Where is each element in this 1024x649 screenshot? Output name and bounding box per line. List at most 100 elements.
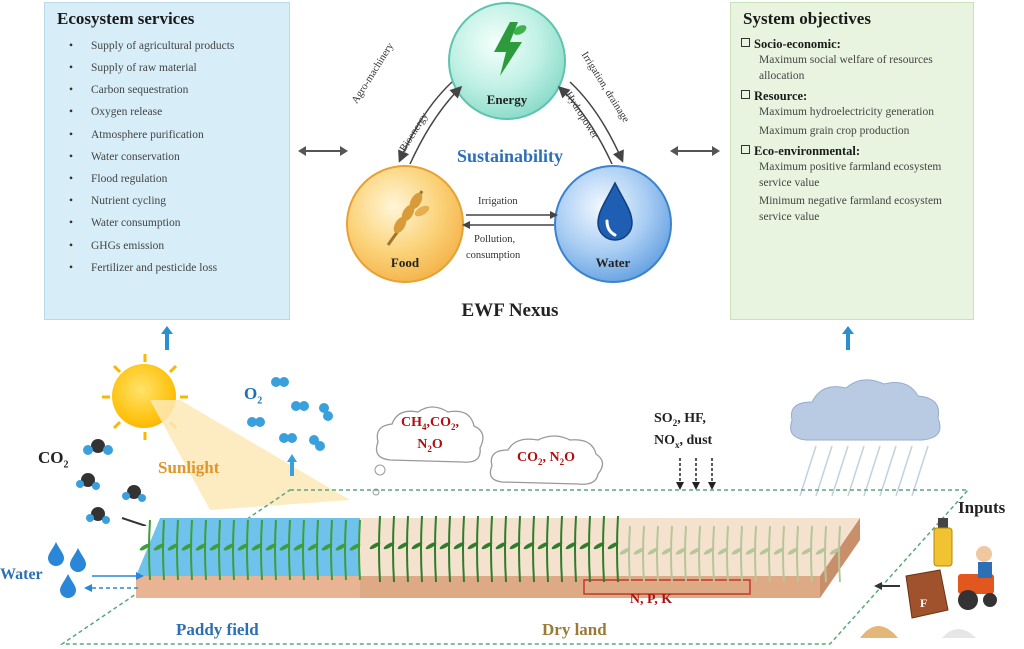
rice-plant <box>167 519 179 581</box>
ghg-cloud-2 <box>489 435 604 485</box>
maize-plant <box>425 515 437 583</box>
dry-crop-plant <box>815 525 827 583</box>
es-item: GHGs emission <box>45 235 285 257</box>
double-arrow-left <box>298 146 348 156</box>
fertilizer-letter: F <box>920 596 928 610</box>
rice-plant <box>265 519 277 581</box>
dry-crop-plant <box>703 525 715 583</box>
maize-plant <box>495 515 507 583</box>
crops-layer <box>139 515 841 583</box>
ecosystem-services-list: Supply of agricultural products Supply o… <box>45 35 285 279</box>
o2-up-arrow <box>287 454 297 476</box>
rice-plant <box>139 519 151 581</box>
dry-land-label: Dry land <box>542 620 607 639</box>
rice-plant <box>153 519 165 581</box>
maize-plant <box>523 515 535 583</box>
rice-plant <box>335 519 347 581</box>
dry-crop-plant <box>619 525 631 583</box>
es-item: Atmosphere purification <box>45 124 285 146</box>
objective-item: Minimum negative farmland ecosystem serv… <box>759 195 942 223</box>
rice-plant <box>321 519 333 581</box>
objective-heading-socio-economic: Socio-economic: <box>741 35 969 53</box>
food-water-arrows <box>462 211 558 229</box>
energy-circle: Energy <box>448 2 566 120</box>
food-circle: Food <box>346 165 464 283</box>
objective-item: Maximum grain crop production <box>759 124 910 137</box>
objective-item: Maximum positive farmland ecosystem serv… <box>759 161 942 189</box>
rice-plant <box>251 519 263 581</box>
es-item: Supply of raw material <box>45 57 285 79</box>
maize-plant <box>509 515 521 583</box>
es-item: Oxygen release <box>45 101 285 123</box>
dry-crop-plant <box>689 525 701 583</box>
rice-plant <box>181 519 193 581</box>
maize-plant <box>551 515 563 583</box>
up-arrow-left <box>161 326 173 350</box>
maize-plant <box>467 515 479 583</box>
system-objectives-panel: System objectives Socio-economic: Maximu… <box>730 2 974 320</box>
objective-heading-resource: Resource: <box>741 87 969 105</box>
sunlight-label: Sunlight <box>158 458 220 477</box>
co2-label: CO2 <box>38 448 69 471</box>
dry-crop-plant <box>647 525 659 583</box>
maize-plant <box>537 515 549 583</box>
rice-plant <box>209 519 221 581</box>
ghg-cloud-2-label: CO2, N2O <box>516 450 575 467</box>
dry-crop-plant <box>773 525 785 583</box>
checkbox-icon <box>741 145 750 154</box>
es-item: Water conservation <box>45 146 285 168</box>
double-arrow-right <box>670 146 720 156</box>
objectives-list: Socio-economic: Maximum social welfare o… <box>741 35 969 228</box>
system-objectives-title: System objectives <box>743 9 871 28</box>
sustainability-label: Sustainability <box>456 146 564 166</box>
checkbox-icon <box>741 38 750 47</box>
rice-plant <box>279 519 291 581</box>
objective-item: Maximum hydroelectricity generation <box>759 106 934 118</box>
ewf-nexus-caption: EWF Nexus <box>461 300 559 321</box>
es-item: Water consumption <box>45 212 285 234</box>
ghg-cloud-1-label: CH4,CO2, N2O <box>401 415 459 454</box>
co2-molecules-icon <box>76 439 147 526</box>
up-arrow-right <box>842 326 854 350</box>
objective-item: Maximum social welfare of resources allo… <box>759 54 933 82</box>
irrigation-label: Irrigation <box>478 196 518 207</box>
pollution-label: Pollution, <box>474 234 516 245</box>
maize-plant <box>439 515 451 583</box>
maize-plant <box>369 515 381 583</box>
rice-plant <box>223 519 235 581</box>
maize-plant <box>579 515 591 583</box>
dry-crop-plant <box>661 525 673 583</box>
water-drops-icon <box>48 542 144 598</box>
water-label: Water <box>595 255 631 270</box>
es-item: Supply of agricultural products <box>45 35 285 57</box>
water-drop-icon <box>597 181 633 241</box>
ghg-cloud-1 <box>375 406 484 463</box>
o2-molecules-icon <box>247 377 333 451</box>
maize-plant <box>383 515 395 583</box>
ecosystem-services-panel: Ecosystem services Supply of agricultura… <box>44 2 290 320</box>
water-input-label: Water <box>0 566 43 583</box>
maize-plant <box>593 515 605 583</box>
rain-cloud-icon <box>790 379 941 497</box>
dry-crop-plant <box>829 525 841 583</box>
rice-plant <box>293 519 305 581</box>
rice-plant <box>307 519 319 581</box>
dry-crop-plant <box>745 525 757 583</box>
rice-plant <box>237 519 249 581</box>
food-label: Food <box>390 255 420 270</box>
maize-plant <box>481 515 493 583</box>
dry-crop-plant <box>801 525 813 583</box>
npk-label: N, P, K <box>629 592 673 607</box>
es-item: Carbon sequestration <box>45 79 285 101</box>
wheat-icon <box>386 190 430 246</box>
dry-crop-plant <box>759 525 771 583</box>
ecosystem-services-title: Ecosystem services <box>57 9 195 28</box>
es-item: Flood regulation <box>45 168 285 190</box>
energy-label: Energy <box>486 92 528 107</box>
lightning-leaf-icon <box>494 22 527 76</box>
pollutants-label: SO2, HF, NOx, dust <box>654 411 713 450</box>
maize-plant <box>607 515 619 583</box>
objective-heading-eco-environmental: Eco-environmental: <box>741 142 969 160</box>
es-item: Fertilizer and pesticide loss <box>45 257 285 279</box>
rice-plant <box>195 519 207 581</box>
